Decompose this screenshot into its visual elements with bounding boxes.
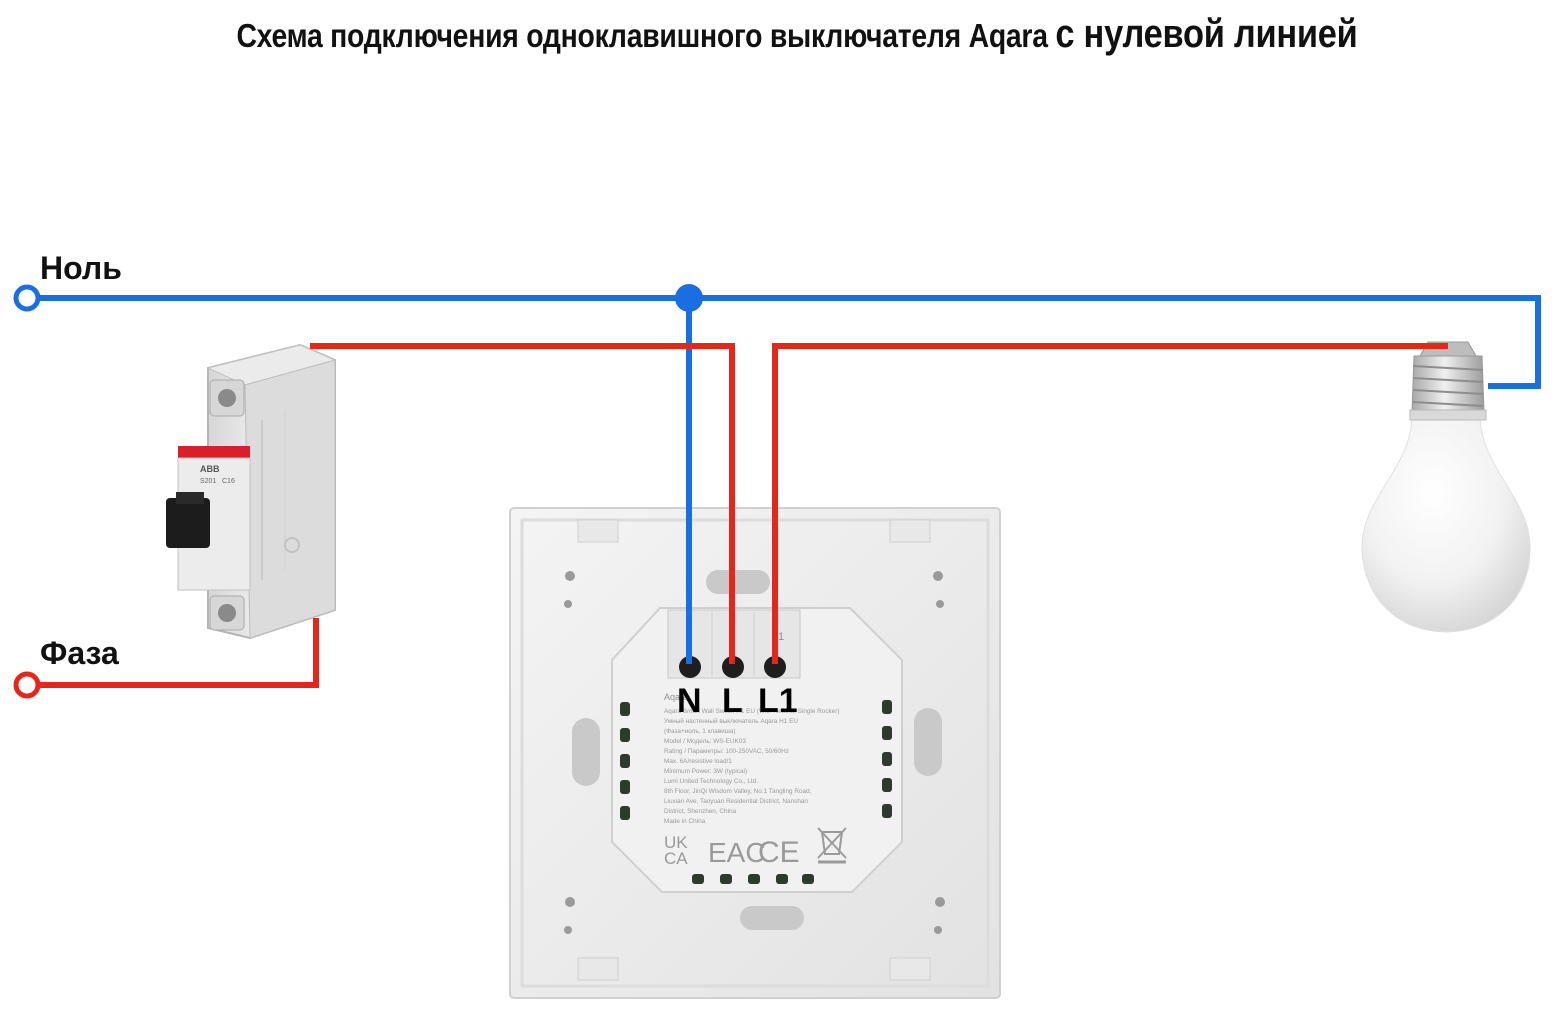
phase-breaker-to-l bbox=[310, 343, 735, 664]
plate-hole bbox=[933, 571, 943, 581]
switch-rating-line: District, Shenzhen, China bbox=[664, 808, 737, 815]
breaker-brand: ABB bbox=[200, 464, 220, 474]
terminal-n-label: N bbox=[677, 682, 702, 720]
switch-rating-line: Max. 6A/resistive load/1 bbox=[664, 758, 732, 765]
neutral-junction-node bbox=[675, 284, 703, 312]
keyhole-slot bbox=[706, 570, 770, 594]
switch-rating-line: (Фаза+ноль, 1 клавиша) bbox=[664, 728, 736, 735]
terminal-l-label: L bbox=[722, 682, 743, 720]
neutral-wires bbox=[27, 295, 1541, 664]
neutral-label: Ноль bbox=[40, 250, 122, 286]
switched-l1-to-lamp bbox=[772, 343, 1448, 664]
plate-hole bbox=[565, 897, 575, 907]
plate-clip bbox=[577, 519, 619, 543]
ce-mark: CE bbox=[758, 836, 800, 869]
switch-rating-line: Liuxian Ave, Taoyuan Residential Distric… bbox=[664, 798, 808, 805]
neutral-line bbox=[27, 295, 1541, 389]
module-contacts-bottom bbox=[692, 874, 814, 884]
breaker-rating: C16 bbox=[222, 478, 235, 485]
svg-text:1: 1 bbox=[778, 631, 784, 643]
module-contacts-right bbox=[882, 700, 892, 818]
switch-rating-line: Rating / Параметры: 100-250VAC, 50/60Hz bbox=[664, 748, 789, 755]
phase-input-line bbox=[27, 618, 319, 688]
terminal-l-screw bbox=[722, 656, 744, 678]
light-bulb bbox=[1361, 341, 1531, 633]
switch-rating-line: Made in China bbox=[664, 818, 706, 825]
plate-hole bbox=[935, 897, 945, 907]
plate-clip bbox=[889, 519, 931, 543]
circuit-breaker: ABB S201 C16 bbox=[166, 343, 337, 640]
switch-brand-text: Aqara bbox=[664, 692, 688, 702]
breaker-toggle bbox=[166, 498, 210, 548]
phase-label: Фаза bbox=[40, 635, 119, 671]
plate-clip bbox=[577, 957, 619, 981]
phase-terminal-end bbox=[13, 671, 41, 699]
breaker-model: S201 bbox=[200, 478, 216, 485]
switch-rating-line: Lumi United Technology Co., Ltd. bbox=[664, 778, 758, 785]
page-title: Схема подключения одноклавишного выключа… bbox=[112, 12, 1483, 57]
neutral-terminal-end bbox=[13, 284, 41, 312]
bulb-glass bbox=[1361, 417, 1531, 633]
breaker-red-band bbox=[178, 446, 250, 458]
switch-rating-line: Умный настенный выключатель Aqara H1 EU bbox=[664, 717, 798, 725]
keyhole-slot bbox=[740, 906, 804, 930]
plate-hole bbox=[564, 926, 572, 934]
phase-wires bbox=[27, 343, 1448, 688]
weee-bin-icon bbox=[817, 827, 847, 864]
switch-rating-line: Model / Модель: WS-EUK03 bbox=[664, 738, 746, 745]
terminal-l1-screw bbox=[764, 656, 786, 678]
terminal-n-screw bbox=[679, 656, 701, 678]
plate-hole bbox=[934, 926, 942, 934]
plate-hole bbox=[565, 571, 575, 581]
title-accent: с нулевой линией bbox=[1055, 12, 1358, 56]
switch-module bbox=[611, 607, 903, 893]
plate-clip bbox=[889, 957, 931, 981]
switch-rating-line: Aqara Smart Wall Switch H1 EU (With Neut… bbox=[664, 708, 840, 715]
terminal-l1-label: L1 bbox=[758, 682, 798, 720]
ukca-mark-bottom: CA bbox=[664, 849, 688, 868]
plate-hole bbox=[564, 600, 572, 608]
switch-rating-line: 8th Floor, JinQi Wisdom Valley, No.1 Tan… bbox=[664, 788, 812, 795]
switch-frame-inner bbox=[520, 518, 990, 988]
ukca-mark: UK bbox=[664, 833, 688, 852]
keyhole-slot bbox=[914, 708, 942, 776]
plate-hole bbox=[936, 600, 944, 608]
title-main: Схема подключения одноклавишного выключа… bbox=[236, 17, 1056, 54]
keyhole-slot bbox=[572, 718, 600, 786]
module-contacts-left bbox=[620, 702, 630, 820]
eac-mark: EAC bbox=[708, 837, 766, 868]
switch-rating-line: Minimum Power: 3W (typical) bbox=[664, 768, 747, 775]
